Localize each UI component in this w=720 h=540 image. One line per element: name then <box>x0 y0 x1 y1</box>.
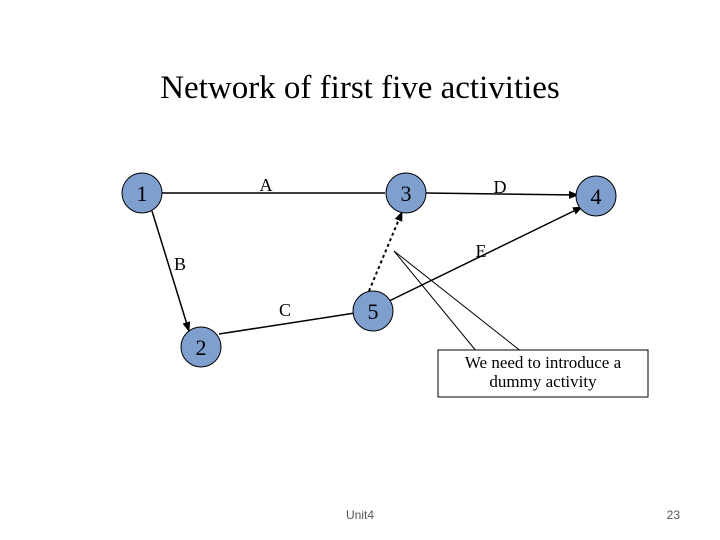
node-1: 1 <box>121 172 163 214</box>
activity-b-label: B <box>174 254 186 274</box>
page-title: Network of first five activities <box>160 70 560 106</box>
dummy-activity-edge <box>368 211 403 292</box>
node-5: 5 <box>352 290 394 332</box>
callout-pointer-right <box>393 250 523 353</box>
node-4: 4 <box>575 175 617 217</box>
activity-d-edge <box>425 190 579 199</box>
node-2-label: 2 <box>196 335 207 360</box>
activity-d-label: D <box>494 177 507 197</box>
activity-b-edge <box>151 210 191 332</box>
node-3-label: 3 <box>401 181 412 206</box>
activity-e-edge <box>384 206 583 304</box>
callout-line-2: dummy activity <box>489 372 597 391</box>
activity-a-label: A <box>260 175 273 195</box>
node-4-label: 4 <box>591 184 602 209</box>
callout-pointer-left <box>393 250 478 353</box>
node-5-label: 5 <box>368 299 379 324</box>
activity-c-edge <box>218 312 356 335</box>
node-2: 2 <box>180 326 222 368</box>
callout-line-1: We need to introduce a <box>465 353 622 372</box>
node-3: 3 <box>385 172 427 214</box>
page-number: 23 <box>666 508 680 522</box>
activity-c-label: C <box>279 300 291 320</box>
activity-e-label: E <box>476 241 487 261</box>
node-1-label: 1 <box>137 181 148 206</box>
footer-text: Unit4 <box>345 508 374 522</box>
callout-box <box>437 349 649 398</box>
